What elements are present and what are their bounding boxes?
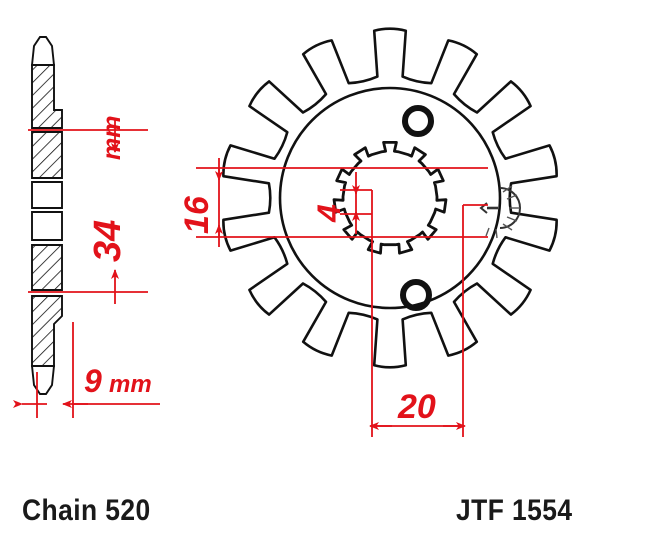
- side-bore-band-2: [31, 211, 63, 241]
- front-face-view: 16 4 20: [178, 27, 558, 437]
- side-tooth-bottom: [30, 365, 56, 395]
- chain-size-label: Chain 520: [22, 494, 151, 527]
- dim-label-16: 16: [178, 195, 216, 234]
- side-bore-band-1: [31, 181, 63, 209]
- bolt-hole-top[interactable]: [402, 105, 434, 137]
- dim-unit-9: mm: [109, 371, 152, 398]
- center-bore-spline: [332, 141, 448, 255]
- part-number-label: JTF 1554: [456, 494, 573, 527]
- hub-circle: [278, 86, 502, 310]
- bolt-hole-bottom[interactable]: [400, 279, 432, 311]
- side-body-lower-mid: [31, 244, 63, 291]
- side-body-upper: [31, 64, 63, 129]
- dim-label-34: 34: [87, 220, 129, 262]
- dim-label-9: 9: [84, 363, 102, 399]
- side-body-upper-mid: [31, 131, 63, 179]
- sprocket-teeth-profile: [222, 27, 558, 369]
- dim-unit-34: mm: [98, 116, 126, 160]
- side-cross-section-view: 34 mm 9 mm: [13, 36, 160, 418]
- dim-label-4: 4: [311, 204, 347, 223]
- dim-label-20: 20: [397, 388, 436, 426]
